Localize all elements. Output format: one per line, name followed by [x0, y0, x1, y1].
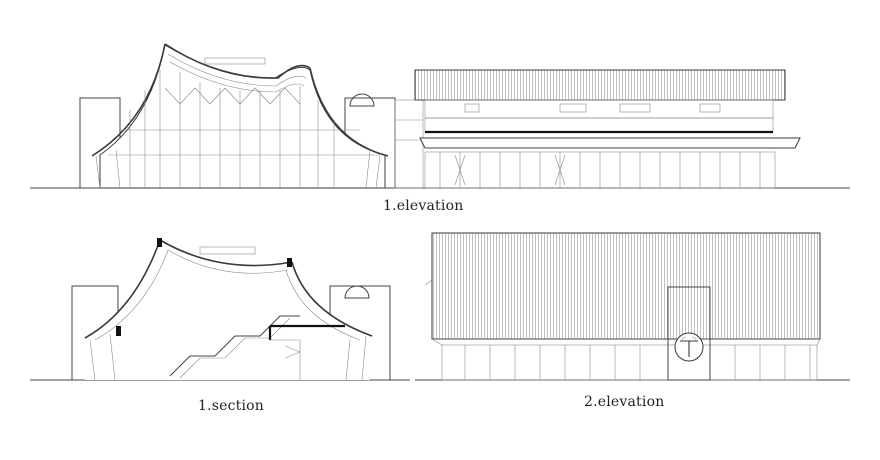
section-1-drawing [30, 238, 410, 381]
elevation-2-drawing [415, 232, 850, 381]
caption-elevation-2: 2.elevation [584, 394, 665, 410]
elevation-1-drawing [30, 43, 850, 189]
caption-elevation-1: 1.elevation [383, 198, 464, 214]
caption-section-1: 1.section [198, 398, 265, 414]
